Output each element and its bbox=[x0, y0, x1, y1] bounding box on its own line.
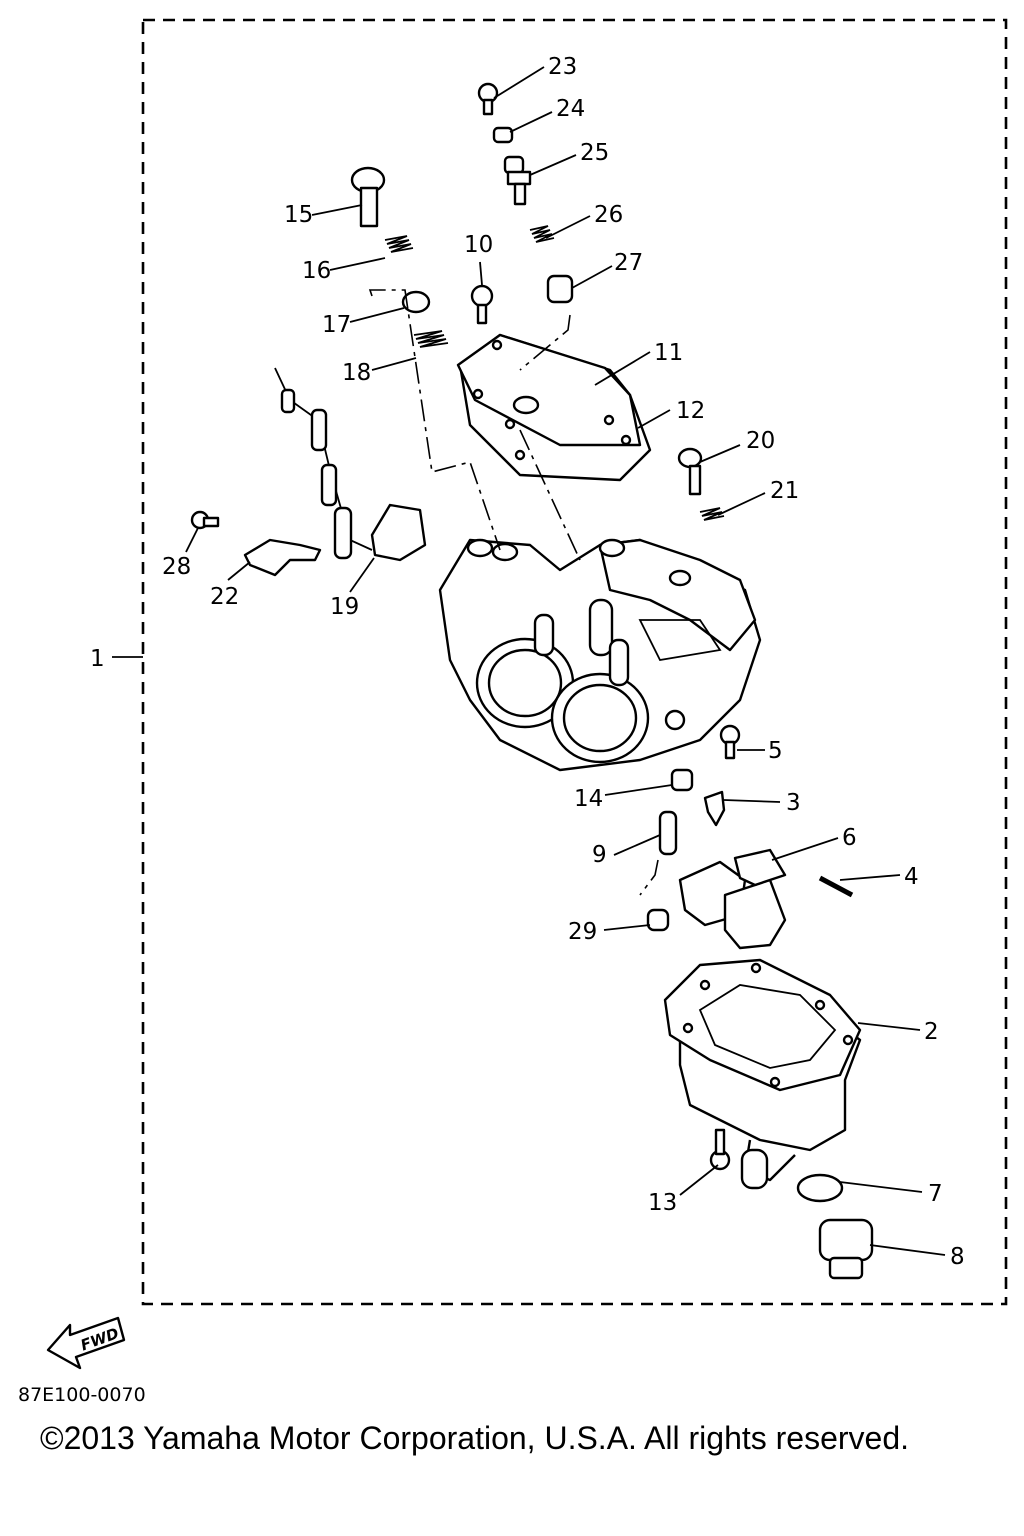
small-parts bbox=[190, 82, 874, 1280]
alignment-lines bbox=[368, 289, 659, 896]
copyright-notice: ©2013 Yamaha Motor Corporation, U.S.A. A… bbox=[40, 1420, 910, 1456]
callout-27: 27 bbox=[614, 250, 643, 276]
carburetor-body bbox=[438, 538, 762, 772]
callout-28: 28 bbox=[162, 554, 191, 580]
callout-7: 7 bbox=[928, 1181, 943, 1207]
carburetor-exploded-diagram: 1 2 3 4 5 6 7 8 9 10 11 12 13 14 15 16 1… bbox=[46, 18, 1008, 1370]
callout-8: 8 bbox=[950, 1244, 965, 1270]
fwd-arrow-icon: FWD bbox=[46, 1316, 126, 1370]
callout-16: 16 bbox=[302, 258, 331, 284]
callout-2: 2 bbox=[924, 1019, 939, 1045]
callout-numbers: 1 2 3 4 5 6 7 8 9 10 11 12 13 14 15 16 1… bbox=[90, 54, 965, 1270]
top-cover bbox=[456, 333, 652, 482]
callout-20: 20 bbox=[746, 428, 775, 454]
callout-25: 25 bbox=[580, 140, 609, 166]
callout-6: 6 bbox=[842, 825, 857, 851]
callout-4: 4 bbox=[904, 864, 919, 890]
callout-19: 19 bbox=[330, 594, 359, 620]
callout-29: 29 bbox=[568, 919, 597, 945]
callout-10: 10 bbox=[464, 232, 493, 258]
callout-17: 17 bbox=[322, 312, 351, 338]
callout-18: 18 bbox=[342, 360, 371, 386]
callout-14: 14 bbox=[574, 786, 603, 812]
leader-lines bbox=[112, 66, 946, 1256]
callout-1: 1 bbox=[90, 646, 105, 672]
callout-5: 5 bbox=[768, 738, 783, 764]
assembly-boundary bbox=[141, 18, 1008, 1306]
callout-12: 12 bbox=[676, 398, 705, 424]
float bbox=[678, 848, 787, 950]
callout-22: 22 bbox=[210, 584, 239, 610]
callout-26: 26 bbox=[594, 202, 623, 228]
callout-24: 24 bbox=[556, 96, 585, 122]
callout-9: 9 bbox=[592, 842, 607, 868]
callout-21: 21 bbox=[770, 478, 799, 504]
callout-3: 3 bbox=[786, 790, 801, 816]
callout-15: 15 bbox=[284, 202, 313, 228]
callout-11: 11 bbox=[654, 340, 683, 366]
float-bowl bbox=[663, 958, 862, 1190]
callout-23: 23 bbox=[548, 54, 577, 80]
callout-13: 13 bbox=[648, 1190, 677, 1216]
catalog-code: 87E100-0070 bbox=[18, 1384, 146, 1406]
